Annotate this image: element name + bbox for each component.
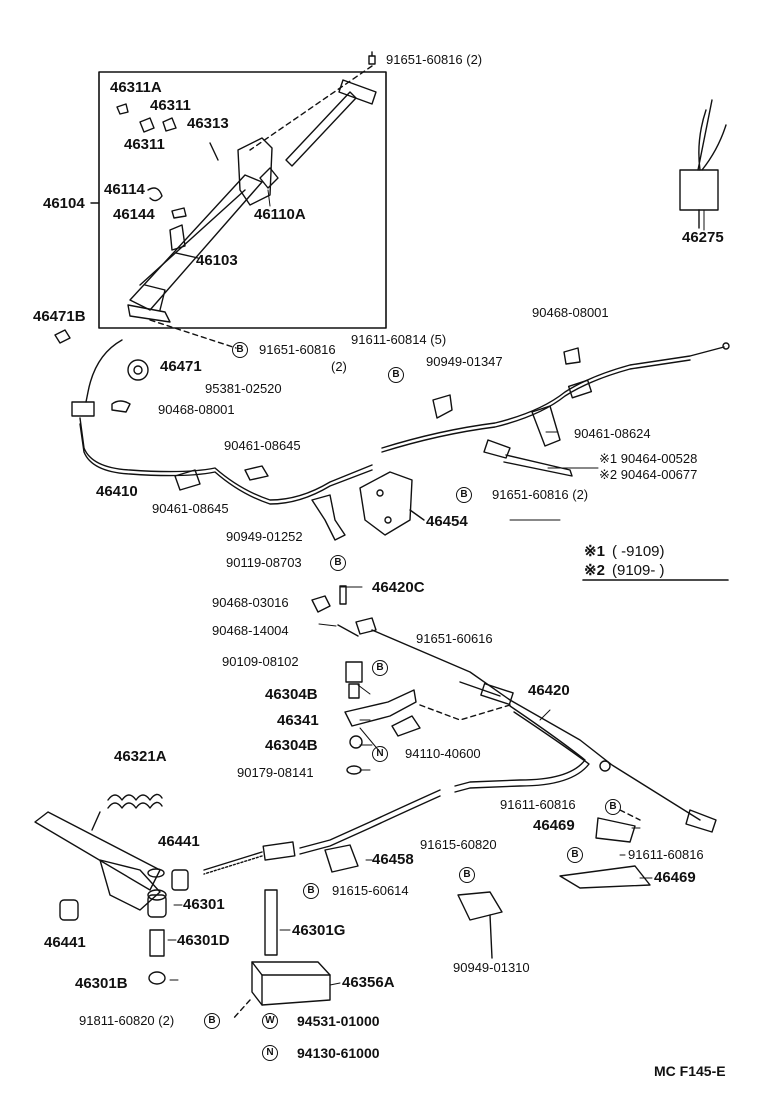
label-91651-60816-right: 91651-60816 (2)	[492, 487, 589, 502]
lever-assembly-box	[98, 71, 387, 329]
label-90949-01252: 90949-01252	[226, 529, 303, 544]
note1-range: ( -9109)	[612, 543, 665, 560]
note1-mark: ※1	[584, 543, 605, 560]
note2-range: (9109- )	[612, 562, 665, 579]
label-91811-60820: 91811-60820 (2)	[79, 1013, 175, 1028]
bracket-46454	[359, 471, 413, 536]
label-46458: 46458	[372, 851, 414, 868]
label-91615-60820: 91615-60820	[420, 837, 497, 852]
label-91651-60816-mid: 91651-60816	[259, 342, 336, 357]
label-46114: 46114	[104, 181, 145, 198]
label-46454: 46454	[426, 513, 468, 530]
label-46469-a: 46469	[533, 817, 575, 834]
note2-mark: ※2	[584, 562, 605, 579]
front-cable-46410	[54, 329, 730, 505]
label-46301B: 46301B	[75, 975, 128, 992]
label-46471: 46471	[160, 358, 202, 375]
bolt-symbol: B	[232, 342, 248, 358]
label-90468-08001-top: 90468-08001	[532, 305, 609, 320]
label-46301D: 46301D	[177, 932, 230, 949]
label-46304B-a: 46304B	[265, 686, 318, 703]
label-46441-b: 46441	[44, 934, 86, 951]
label-95381-02520: 95381-02520	[205, 381, 282, 396]
parking-brake-lever	[127, 79, 377, 323]
label-90119-08703: 90119-08703	[226, 555, 302, 570]
label-90464-00677: ※2 90464-00677	[599, 467, 698, 482]
washer-symbol: W	[262, 1013, 278, 1029]
label-90464-00528: ※1 90464-00528	[599, 451, 698, 466]
bracket-46469-upper	[595, 817, 636, 843]
label-90461-08645-a: 90461-08645	[224, 438, 301, 453]
label-46304B-b: 46304B	[265, 737, 318, 754]
label-90109-08102: 90109-08102	[222, 654, 299, 669]
label-46471B: 46471B	[33, 308, 86, 325]
bolt-symbol: B	[372, 660, 388, 676]
cable-clips-upper	[111, 347, 581, 541]
diagram-code: MC F145-E	[654, 1063, 726, 1079]
label-46301: 46301	[183, 896, 225, 913]
label-46356A: 46356A	[342, 974, 395, 991]
label-46103: 46103	[196, 252, 238, 269]
label-46341: 46341	[277, 712, 319, 729]
label-90468-08001: 90468-08001	[158, 402, 235, 417]
label-46313: 46313	[187, 115, 229, 132]
label-90468-14004: 90468-14004	[212, 623, 289, 638]
bolt-symbol: B	[204, 1013, 220, 1029]
label-46469-b: 46469	[654, 869, 696, 886]
lever-small-parts	[116, 103, 219, 219]
label-46410: 46410	[96, 483, 138, 500]
cable-adjuster	[231, 889, 331, 1021]
label-46275: 46275	[682, 229, 724, 246]
label-91611-60816-a: 91611-60816	[500, 797, 576, 812]
bolt-symbol: B	[567, 847, 583, 863]
label-90179-08141: 90179-08141	[237, 765, 314, 780]
rear-cable-46420	[203, 629, 717, 875]
label-46301G: 46301G	[292, 922, 346, 939]
bolt-symbol: B	[456, 487, 472, 503]
spring-and-lever	[34, 793, 189, 985]
label-94110-40600: 94110-40600	[405, 746, 481, 761]
label-94531-01000: 94531-01000	[297, 1013, 380, 1029]
clamp-90949-01310	[457, 891, 503, 921]
label-91651-60616: 91651-60616	[416, 631, 493, 646]
label-46441-a: 46441	[158, 833, 200, 850]
label-46311-a: 46311	[150, 97, 191, 114]
label-91615-60614: 91615-60614	[332, 883, 409, 898]
nut-symbol: N	[262, 1045, 278, 1061]
bracket-46469-lower	[559, 865, 651, 889]
label-91611-60814: 91611-60814 (5)	[351, 332, 447, 347]
label-91611-60816-b: 91611-60816	[628, 847, 704, 862]
label-90949-01310: 90949-01310	[453, 960, 530, 975]
nut-symbol: N	[372, 746, 388, 762]
label-90949-01347: 90949-01347	[426, 354, 503, 369]
label-46110A: 46110A	[254, 206, 306, 223]
label-94130-61000: 94130-61000	[297, 1045, 380, 1061]
label-90461-08645-b: 90461-08645	[152, 501, 229, 516]
bolt-symbol: B	[330, 555, 346, 571]
bolt-symbol: B	[459, 867, 475, 883]
bolt-symbol: B	[605, 799, 621, 815]
equalizer-assembly	[311, 585, 421, 775]
label-46104: 46104	[43, 195, 85, 212]
label-46420: 46420	[528, 682, 570, 699]
label-2-mid: (2)	[331, 359, 347, 374]
bolt-symbol: B	[303, 883, 319, 899]
label-46420C: 46420C	[372, 579, 425, 596]
label-46321A: 46321A	[114, 748, 167, 765]
label-46311A: 46311A	[110, 79, 162, 96]
label-46144: 46144	[113, 206, 155, 223]
bolt-symbol: B	[388, 367, 404, 383]
label-46311-b: 46311	[124, 136, 165, 153]
label-91651-60816-top: 91651-60816 (2)	[386, 52, 483, 67]
top-bolt-icon	[368, 51, 376, 65]
label-90461-08624: 90461-08624	[574, 426, 651, 441]
label-90468-03016: 90468-03016	[212, 595, 289, 610]
caution-tag	[679, 99, 727, 229]
boot-46458	[324, 844, 359, 873]
